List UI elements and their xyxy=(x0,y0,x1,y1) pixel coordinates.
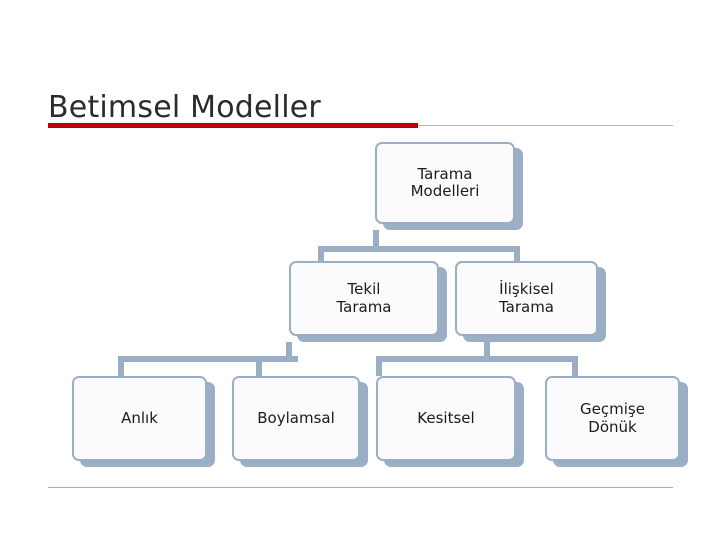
node-kesitsel[interactable]: Kesitsel xyxy=(376,376,516,461)
node-label: Tarama Modelleri xyxy=(410,164,480,200)
connector-to-iliskisel xyxy=(514,246,520,266)
title-rule xyxy=(418,125,673,126)
node-label: Boylamsal xyxy=(257,408,335,427)
node-tekil-tarama[interactable]: Tekil Tarama xyxy=(289,261,439,336)
connector-tekil-bar xyxy=(118,356,298,362)
connector-root-stem xyxy=(373,230,379,252)
connector-to-gecmise-donuk xyxy=(572,356,578,376)
node-anlik[interactable]: Anlık xyxy=(72,376,207,461)
node-label: Anlık xyxy=(121,408,158,427)
connector-to-boylamsal xyxy=(256,356,262,376)
node-boylamsal[interactable]: Boylamsal xyxy=(232,376,360,461)
title-accent-bar xyxy=(48,123,418,128)
node-label: Geçmişe Dönük xyxy=(580,400,645,436)
node-label: İlişkisel Tarama xyxy=(498,280,555,316)
hierarchy-diagram: Tarama Modelleri Tekil Tarama İlişkisel … xyxy=(0,130,720,490)
connector-level1-bar xyxy=(318,246,520,252)
node-gecmise-donuk[interactable]: Geçmişe Dönük xyxy=(545,376,680,461)
connector-iliskisel-bar xyxy=(376,356,578,362)
connector-to-anlik xyxy=(118,356,124,376)
footer-rule xyxy=(48,487,673,488)
node-iliskisel-tarama[interactable]: İlişkisel Tarama xyxy=(455,261,598,336)
page-title: Betimsel Modeller xyxy=(48,90,321,126)
node-label: Tekil Tarama xyxy=(336,280,392,316)
connector-to-kesitsel xyxy=(376,356,382,376)
connector-to-tekil xyxy=(318,246,324,266)
connector-tekil-stem xyxy=(286,342,292,362)
node-label: Kesitsel xyxy=(417,408,475,427)
connector-iliskisel-stem xyxy=(484,342,490,362)
node-tarama-modelleri[interactable]: Tarama Modelleri xyxy=(375,142,515,224)
